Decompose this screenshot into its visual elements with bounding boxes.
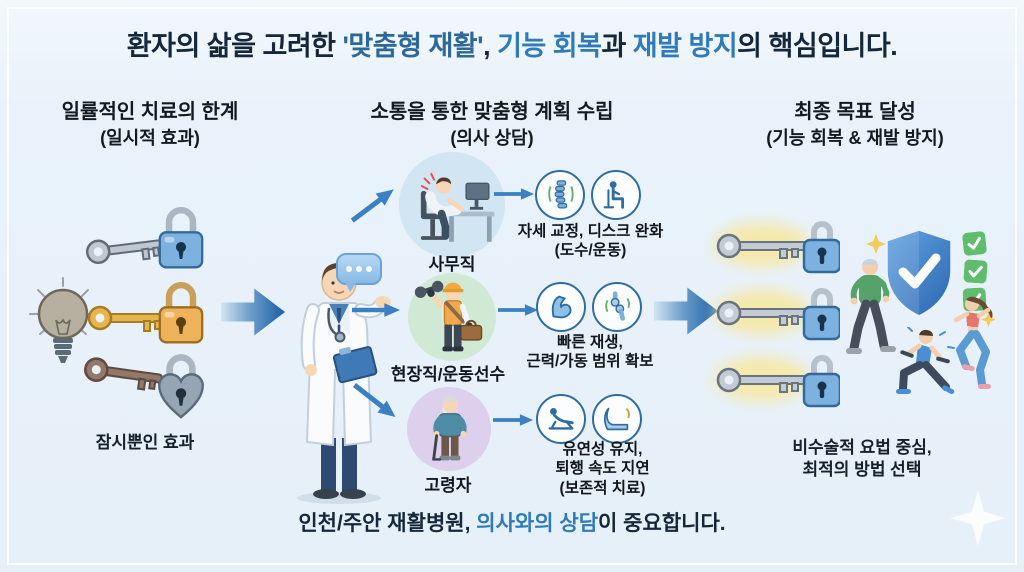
silver-key-icon	[85, 239, 165, 265]
woman-running-illustration	[953, 296, 993, 389]
joint-icon	[592, 282, 642, 332]
patient-label-elderly: 고령자	[424, 476, 472, 495]
middle-subheading: (의사 상담)	[450, 128, 534, 148]
left-subheading: (일시적 효과)	[100, 128, 200, 148]
outcome-text-office: 자세 교정, 디스크 완화 (도수/운동)	[517, 223, 664, 260]
arrow-elderly-outcome-icon	[493, 414, 533, 426]
key-in-lock-icon	[714, 348, 842, 410]
left-caption: 잠시뿐인 효과	[95, 433, 195, 452]
shield-check-icon	[884, 227, 954, 319]
main-title: 환자의 삶을 고려한 '맞춤형 재활', 기능 회복과 재발 방지의 핵심입니다…	[126, 31, 898, 61]
elderly-man-with-cane	[432, 395, 467, 461]
right-subheading: (기능 회복 & 재발 방지)	[766, 128, 944, 148]
spine-icon	[535, 170, 585, 220]
patient-circle-office	[399, 152, 505, 258]
right-column-header: 최종 목표 달성 (기능 회복 & 재발 방지)	[700, 100, 1010, 150]
middle-column-header: 소통을 통한 맞춤형 계획 수립 (의사 상담)	[332, 100, 652, 150]
arrow-worker-outcome-icon	[498, 304, 538, 316]
patient-circle-worker	[408, 273, 496, 361]
recliner-icon	[592, 394, 642, 444]
footer-text: 인천/주안 재활병원, 의사와의 상담이 중요합니다.	[298, 512, 726, 535]
patient-label-office: 사무직	[428, 255, 476, 274]
heart-padlock-icon	[158, 354, 204, 419]
elderly-walking-illustration	[846, 259, 896, 354]
seated-posture-icon	[591, 170, 641, 220]
right-arrow-icon	[654, 287, 718, 335]
right-arrow-icon	[221, 288, 285, 336]
manual-worker-athlete	[414, 280, 483, 352]
office-worker-at-desk	[420, 172, 495, 242]
left-column-header: 일률적인 치료의 한계 (일시적 효과)	[10, 100, 290, 150]
lightbulb-icon	[29, 277, 97, 363]
green-checkmark-icon	[962, 231, 987, 256]
blue-padlock-icon	[158, 207, 204, 269]
middle-heading: 소통을 통한 맞춤형 계획 수립	[370, 101, 614, 123]
arrow-to-worker-icon	[352, 303, 400, 317]
key-in-lock-icon	[714, 281, 842, 343]
man-lunging-illustration	[896, 327, 955, 395]
arrow-to-office-worker-icon	[350, 189, 394, 223]
green-checkmark-icon	[963, 259, 988, 284]
right-caption: 비수술적 요법 중심, 최적의 방법 선택	[792, 438, 932, 480]
outcome-text-elderly: 유연성 유지, 퇴행 속도 지연 (보존적 치료)	[555, 441, 650, 497]
left-heading: 일률적인 치료의 한계	[61, 101, 239, 123]
key-in-lock-icon	[714, 214, 842, 276]
orange-padlock-icon	[158, 282, 204, 344]
patient-circle-elderly	[407, 387, 491, 471]
sparkle-icon	[981, 312, 996, 327]
bicep-icon	[536, 282, 586, 332]
stretch-icon	[536, 394, 586, 444]
sparkle-icon	[866, 234, 886, 254]
arrow-to-elderly-icon	[352, 383, 396, 418]
right-heading: 최종 목표 달성	[794, 101, 916, 123]
arrow-office-outcome-icon	[494, 188, 534, 200]
patient-label-worker: 현장직/운동선수	[390, 365, 506, 384]
sparkle-icon	[950, 490, 1006, 546]
ellipsis-speech-bubble-icon	[336, 253, 382, 292]
outcome-text-worker: 빠른 재생, 근력/가동 범위 확보	[526, 334, 654, 371]
